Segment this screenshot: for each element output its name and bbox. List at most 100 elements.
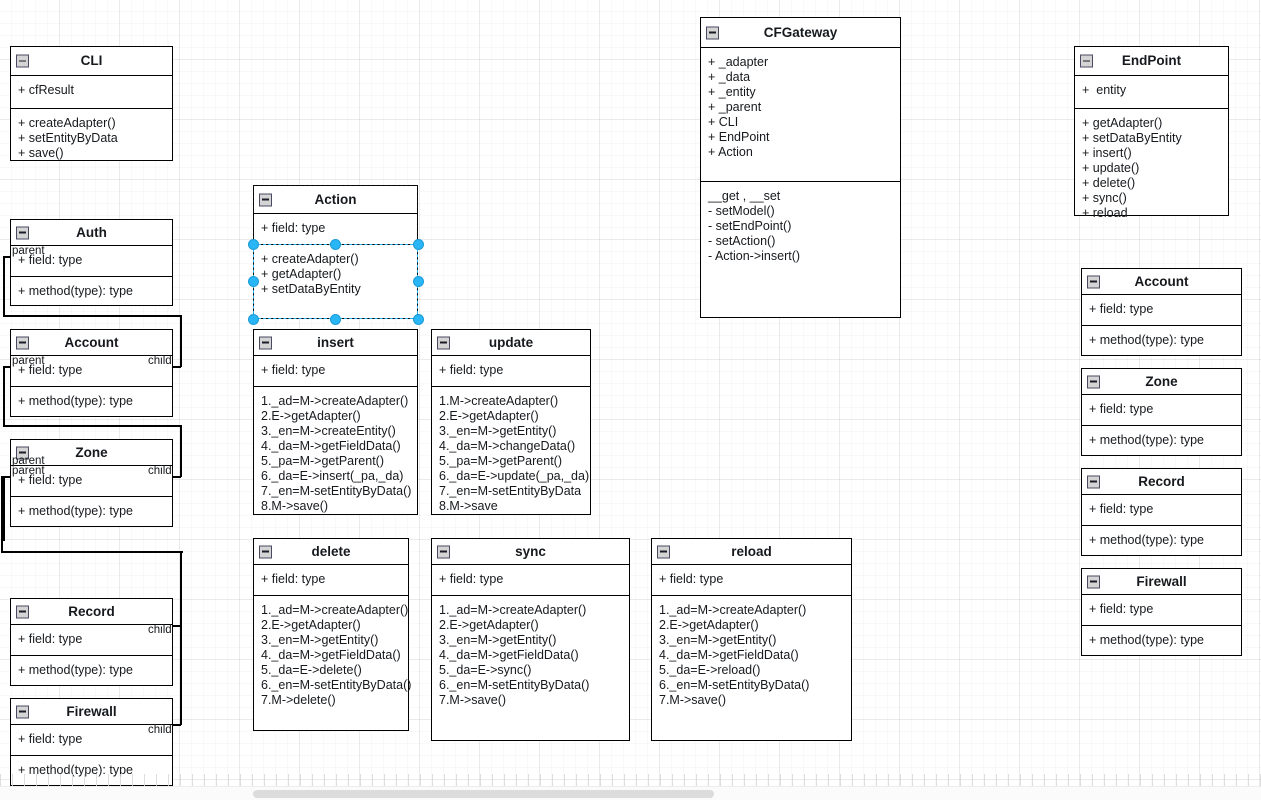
methods-compartment[interactable]: + createAdapter()+ setEntityByData+ save… (11, 109, 172, 162)
resize-handle-nw[interactable] (247, 238, 259, 250)
class-title-bar[interactable]: delete (254, 539, 408, 565)
uml-class-firewall-right[interactable]: Firewall+ field: type+ method(type): typ… (1081, 568, 1242, 656)
methods-compartment[interactable]: + method(type): type (11, 497, 172, 528)
class-title-bar[interactable]: sync (432, 539, 629, 565)
methods-compartment[interactable]: + method(type): type (1082, 326, 1241, 357)
horizontal-scrollbar-thumb[interactable] (253, 790, 714, 798)
class-title-bar[interactable]: Account (1082, 269, 1241, 295)
attributes-compartment[interactable]: + field: type (432, 356, 590, 387)
attributes-compartment[interactable]: + _adapter+ _data+ _entity+ _parent+ CLI… (701, 48, 900, 182)
resize-handle-w[interactable] (247, 276, 259, 287)
methods-compartment[interactable]: + method(type): type (1082, 626, 1241, 657)
resize-handle-s[interactable] (330, 313, 341, 325)
attributes-compartment[interactable]: + field: type (254, 565, 408, 596)
class-title-bar[interactable]: CLI (11, 47, 172, 76)
resize-handle-n[interactable] (330, 238, 341, 250)
attributes-compartment[interactable]: + field: type (1082, 595, 1241, 626)
attributes-compartment[interactable]: + field: type (254, 356, 417, 387)
association-connector[interactable] (3, 366, 5, 426)
attributes-compartment[interactable]: + field: type (432, 565, 629, 596)
association-connector[interactable] (166, 625, 181, 627)
collapse-minus-icon[interactable] (259, 336, 272, 349)
uml-class-zone-left[interactable]: Zone+ field: type+ method(type): type (10, 439, 173, 527)
attributes-compartment[interactable]: + field: type (1082, 395, 1241, 426)
collapse-minus-icon[interactable] (259, 545, 272, 558)
association-connector[interactable] (3, 476, 5, 541)
methods-compartment[interactable]: 1._ad=M->createAdapter()2.E->getAdapter(… (254, 596, 411, 732)
class-title-bar[interactable]: Action (254, 186, 417, 214)
association-connector[interactable] (166, 476, 181, 478)
association-connector[interactable] (3, 256, 5, 316)
resize-handle-e[interactable] (412, 276, 424, 287)
attributes-compartment[interactable]: + entity (1075, 76, 1228, 109)
attributes-compartment[interactable]: + field: type (1082, 495, 1241, 526)
methods-compartment[interactable]: 1.M->createAdapter()2.E->getAdapter()3._… (432, 387, 590, 516)
uml-class-auth[interactable]: Auth+ field: type+ method(type): type (10, 219, 173, 306)
attributes-compartment[interactable]: + field: type (652, 565, 851, 596)
resize-handle-ne[interactable] (412, 238, 424, 250)
methods-compartment[interactable]: 1._ad=M->createAdapter()2.E->getAdapter(… (254, 387, 417, 516)
class-title-bar[interactable]: Account (11, 330, 172, 356)
uml-class-action[interactable]: Action+ field: type+ createAdapter()+ ge… (253, 185, 418, 319)
class-title-bar[interactable]: Zone (11, 440, 172, 466)
methods-compartment[interactable]: + method(type): type (1082, 426, 1241, 457)
association-connector[interactable] (180, 625, 182, 725)
collapse-minus-icon[interactable] (16, 54, 29, 68)
collapse-minus-icon[interactable] (1087, 575, 1100, 588)
association-connector[interactable] (180, 425, 182, 477)
collapse-minus-icon[interactable] (437, 545, 450, 558)
methods-compartment[interactable]: + method(type): type (1082, 526, 1241, 557)
class-title-bar[interactable]: Zone (1082, 369, 1241, 395)
class-title-bar[interactable]: Firewall (11, 699, 172, 725)
uml-class-account-right[interactable]: Account+ field: type+ method(type): type (1081, 268, 1242, 356)
methods-compartment[interactable]: + method(type): type (11, 656, 172, 687)
class-title-bar[interactable]: update (432, 330, 590, 356)
collapse-minus-icon[interactable] (16, 336, 29, 349)
collapse-minus-icon[interactable] (1087, 375, 1100, 388)
collapse-minus-icon[interactable] (259, 193, 272, 206)
class-title-bar[interactable]: Record (1082, 469, 1241, 495)
uml-class-zone-right[interactable]: Zone+ field: type+ method(type): type (1081, 368, 1242, 456)
class-title-bar[interactable]: Auth (11, 220, 172, 246)
association-connector[interactable] (3, 315, 181, 317)
uml-class-record-right[interactable]: Record+ field: type+ method(type): type (1081, 468, 1242, 556)
collapse-minus-icon[interactable] (16, 226, 29, 239)
collapse-minus-icon[interactable] (1080, 54, 1093, 68)
attributes-compartment[interactable]: + field: type (11, 625, 172, 656)
association-connector[interactable] (180, 551, 182, 626)
methods-compartment[interactable]: 1._ad=M->createAdapter()2.E->getAdapter(… (432, 596, 629, 742)
uml-class-cfgateway[interactable]: CFGateway+ _adapter+ _data+ _entity+ _pa… (700, 17, 901, 318)
collapse-minus-icon[interactable] (1087, 275, 1100, 288)
collapse-minus-icon[interactable] (437, 336, 450, 349)
uml-class-cli[interactable]: CLI+ cfResult+ createAdapter()+ setEntit… (10, 46, 173, 161)
class-title-bar[interactable]: reload (652, 539, 851, 565)
class-title-bar[interactable]: insert (254, 330, 417, 356)
association-connector[interactable] (3, 366, 13, 368)
methods-compartment[interactable]: + getAdapter()+ setDataByEntity+ insert(… (1075, 109, 1228, 220)
uml-class-firewall-left[interactable]: Firewall+ field: type+ method(type): typ… (10, 698, 173, 786)
class-title-bar[interactable]: Firewall (1082, 569, 1241, 595)
collapse-minus-icon[interactable] (16, 705, 29, 718)
methods-compartment[interactable]: 1._ad=M->createAdapter()2.E->getAdapter(… (652, 596, 851, 742)
association-connector[interactable] (166, 366, 181, 368)
attributes-compartment[interactable]: + field: type (11, 356, 172, 387)
collapse-minus-icon[interactable] (706, 26, 719, 39)
methods-compartment[interactable]: + createAdapter()+ getAdapter()+ setData… (254, 245, 417, 320)
class-title-bar[interactable]: EndPoint (1075, 47, 1228, 76)
association-connector[interactable] (1, 476, 4, 552)
attributes-compartment[interactable]: + field: type (11, 466, 172, 497)
uml-class-record-left[interactable]: Record+ field: type+ method(type): type (10, 598, 173, 686)
resize-handle-se[interactable] (412, 313, 424, 325)
association-connector[interactable] (3, 256, 13, 258)
class-title-bar[interactable]: Record (11, 599, 172, 625)
class-title-bar[interactable]: CFGateway (701, 18, 900, 48)
attributes-compartment[interactable]: + cfResult (11, 76, 172, 109)
horizontal-scrollbar-track[interactable] (0, 786, 1261, 800)
methods-compartment[interactable]: + method(type): type (11, 756, 172, 787)
association-connector[interactable] (166, 724, 181, 726)
association-connector[interactable] (180, 315, 182, 367)
